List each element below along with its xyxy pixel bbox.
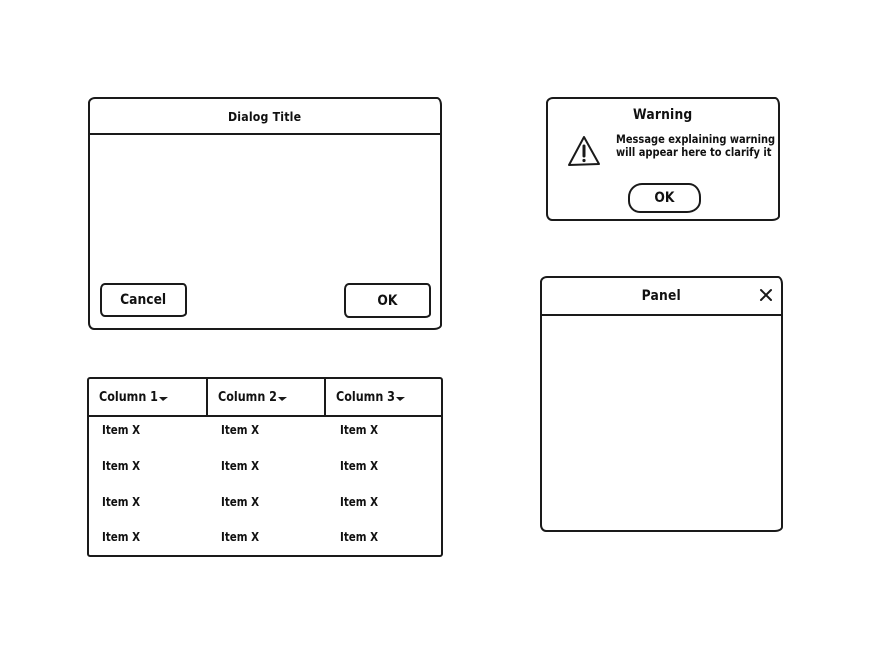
panel: Panel — [540, 276, 783, 532]
table-cell[interactable]: Item X — [221, 459, 260, 473]
sort-caret-icon — [159, 397, 168, 401]
table-cell[interactable]: Item X — [340, 530, 379, 544]
column-header-label: Column 2 — [218, 389, 277, 405]
warning-message: Message explaining warning will appear h… — [616, 132, 776, 159]
dialog-title: Dialog Title — [228, 108, 302, 124]
table-cell[interactable]: Item X — [340, 459, 379, 473]
cancel-button-label: Cancel — [120, 292, 167, 308]
warning-ok-label: OK — [654, 190, 675, 206]
cancel-button[interactable]: Cancel — [100, 283, 187, 317]
ok-button[interactable]: OK — [344, 283, 431, 318]
panel-title: Panel — [641, 288, 682, 304]
warning-triangle-icon — [568, 136, 600, 166]
table-cell[interactable]: Item X — [221, 530, 260, 544]
table-cell[interactable]: Item X — [340, 423, 379, 437]
data-table: Column 1 Column 2 Column 3 Item X Item X… — [87, 377, 443, 557]
table-cell[interactable]: Item X — [221, 423, 260, 437]
sort-caret-icon — [396, 397, 405, 401]
panel-titlebar: Panel — [542, 278, 781, 316]
table-cell[interactable]: Item X — [102, 530, 141, 544]
table-cell[interactable]: Item X — [102, 459, 141, 473]
table-cell[interactable]: Item X — [340, 495, 379, 509]
warning-title: Warning — [633, 107, 693, 123]
close-icon[interactable] — [759, 288, 773, 302]
sort-caret-icon — [278, 397, 287, 401]
table-cell[interactable]: Item X — [102, 495, 141, 509]
column-divider — [324, 379, 326, 415]
warning-message-line2: will appear here to clarify it — [616, 145, 772, 159]
column-divider — [206, 379, 208, 415]
dialog: Dialog Title Cancel OK — [88, 97, 442, 330]
warning-titlebar: Warning — [548, 104, 778, 123]
ok-button-label: OK — [377, 292, 398, 309]
column-header-label: Column 1 — [99, 389, 158, 405]
column-header-1[interactable]: Column 1 — [89, 379, 207, 415]
warning-ok-button[interactable]: OK — [628, 183, 701, 213]
table-cell[interactable]: Item X — [102, 423, 141, 437]
column-header-2[interactable]: Column 2 — [208, 379, 326, 415]
warning-message-line1: Message explaining warning — [616, 132, 776, 146]
dialog-titlebar: Dialog Title — [90, 99, 440, 135]
column-header-3[interactable]: Column 3 — [326, 379, 443, 415]
table-cell[interactable]: Item X — [221, 495, 260, 509]
warning-dialog: Warning Message explaining warning will … — [546, 97, 780, 221]
table-header: Column 1 Column 2 Column 3 — [89, 379, 441, 417]
column-header-label: Column 3 — [336, 389, 395, 405]
